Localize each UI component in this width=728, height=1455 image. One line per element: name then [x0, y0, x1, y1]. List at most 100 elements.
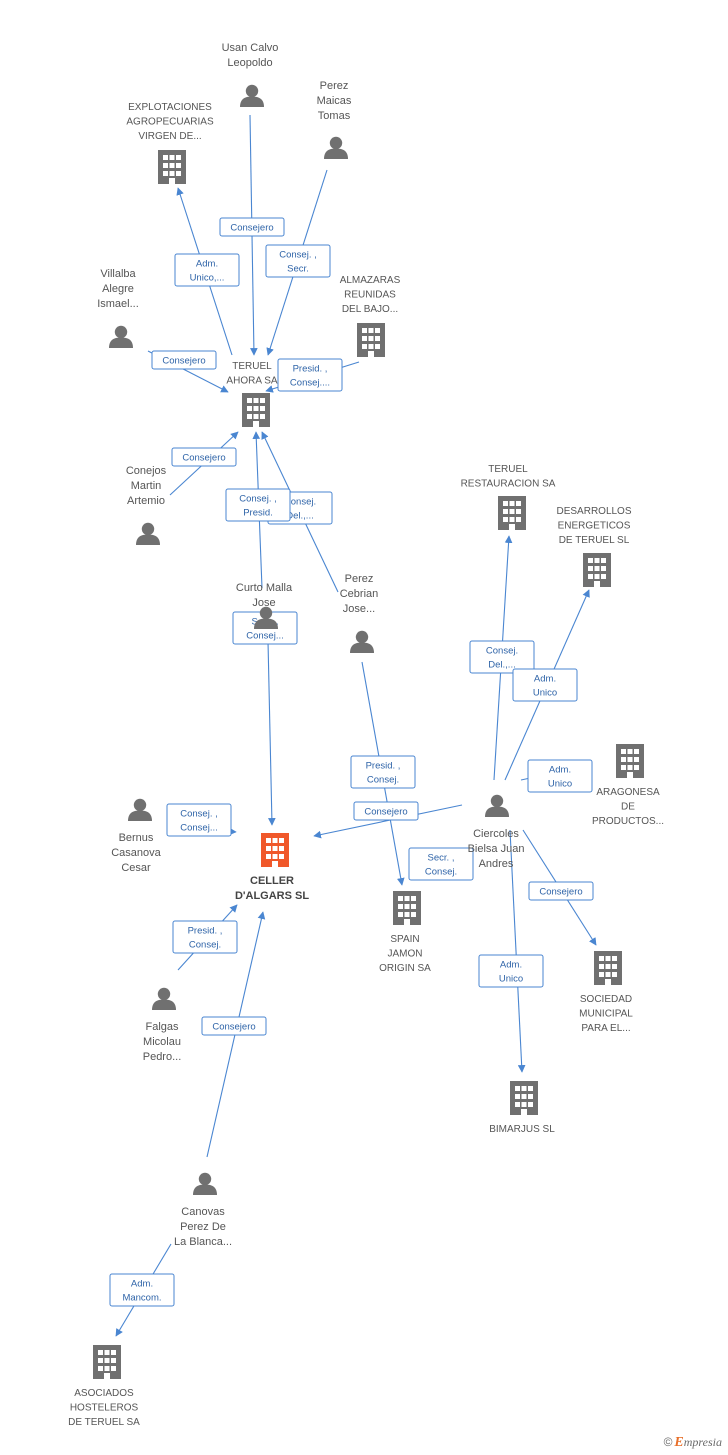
edge-label-conejos-to-teruel_ahora[interactable]: Consejero	[171, 447, 237, 467]
edge-label-text: Consej....	[290, 378, 330, 389]
edge-curto-to-celler	[267, 640, 276, 826]
node-bimarjus[interactable]: BIMARJUS SL	[489, 1081, 555, 1135]
edge-label-box	[512, 668, 578, 702]
edge-label-text: Consejero	[230, 223, 273, 234]
person-icon	[350, 630, 374, 653]
edge-label-text: Presid. ,	[293, 364, 328, 375]
node-label: Cesar	[121, 862, 151, 874]
person-icon	[136, 522, 160, 545]
edge-label-almazaras-to-teruel_ahora[interactable]: Presid. , Consej....	[277, 358, 343, 392]
edge-label-text: Unico,...	[190, 273, 225, 284]
node-label: Cebrian	[340, 588, 379, 600]
edge-label-text: Consejero	[182, 453, 225, 464]
edge-label-ciercoles-to-spain_jamon[interactable]: Secr. ,Consej.	[408, 847, 474, 881]
edge-label-box	[265, 244, 331, 278]
node-label: Artemio	[127, 495, 165, 507]
edge-label-text: Presid.	[243, 508, 273, 519]
edge-label-teruel_ahora-to-explotaciones[interactable]: Adm.Unico,...	[174, 253, 240, 287]
edge-label-canovas-to-asociados[interactable]: Adm.Mancom.	[109, 1273, 175, 1307]
edge-label-text: Consejero	[162, 356, 205, 367]
edge-label-text: Consej.	[486, 646, 518, 657]
edge-label-text: Consejero	[539, 887, 582, 898]
edge-label-ciercoles-to-desarrollos[interactable]: Adm.Unico	[512, 668, 578, 702]
node-label: Pedro...	[143, 1051, 182, 1063]
node-label: Perez	[345, 573, 374, 585]
edge-label-ciercoles-to-sociedad[interactable]: Consejero	[528, 881, 594, 901]
edge-label-box	[219, 217, 285, 237]
node-label: SOCIEDAD	[580, 994, 632, 1005]
edge-label-text: Secr.	[287, 264, 309, 275]
node-label: BIMARJUS SL	[489, 1124, 555, 1135]
node-label: EXPLOTACIONES	[128, 102, 212, 113]
edge-label-text: Consej.	[189, 940, 221, 951]
edge-label-box	[174, 253, 240, 287]
footer-brand: ©Empresia	[664, 1435, 722, 1451]
edge-label-usan-to-teruel_ahora[interactable]: Consejero	[219, 217, 285, 237]
edge-label-text: Consej. ,	[239, 494, 277, 505]
node-label: SPAIN	[390, 934, 419, 945]
edge-label-box	[527, 759, 593, 793]
edge-label-ciercoles-to-celler[interactable]: Consejero	[353, 801, 419, 821]
edge-label-box	[478, 954, 544, 988]
edge-label-bernus-to-celler[interactable]: Consej. ,Consej...	[166, 803, 232, 837]
brand-logo-initial: E	[674, 1435, 684, 1450]
node-label: Perez	[320, 80, 349, 92]
edge-label-falgas-to-celler[interactable]: Presid. ,Consej.	[172, 920, 238, 954]
node-label: Canovas	[181, 1206, 225, 1218]
edge-label-box	[353, 801, 419, 821]
edge-ciercoles-to-bimarjus	[509, 829, 526, 1073]
edge-label-ciercoles-to-teruel_rest[interactable]: Consej.Del.,...	[469, 640, 535, 674]
node-label: ASOCIADOS	[74, 1388, 134, 1399]
building-icon	[583, 553, 611, 587]
building-icon	[93, 1345, 121, 1379]
person-icon	[485, 794, 509, 817]
node-label: Conejos	[126, 465, 167, 477]
person-icon	[152, 987, 176, 1010]
node-label: Falgas	[145, 1021, 179, 1033]
edge-label-text: Adm.	[534, 674, 556, 685]
edge-label-curto-to-teruel_ahora[interactable]: Consej. , Presid.	[225, 488, 291, 522]
node-label: Bernus	[119, 832, 154, 844]
person-icon	[128, 798, 152, 821]
copyright-symbol: ©	[663, 1435, 673, 1449]
node-label: TERUEL	[232, 361, 272, 372]
node-aragonesa[interactable]: ARAGONESADEPRODUCTOS...	[592, 744, 664, 827]
node-label: DEL BAJO...	[342, 304, 398, 315]
edge-label-canovas-to-celler[interactable]: Consejero	[201, 1016, 267, 1036]
edge-label-ciercoles-to-aragonesa[interactable]: Adm.Unico	[527, 759, 593, 793]
building-icon	[616, 744, 644, 778]
node-perez_cebrian[interactable]: PerezCebrianJose...	[340, 573, 379, 653]
node-falgas[interactable]: FalgasMicolauPedro...	[143, 987, 182, 1063]
edge-label-ciercoles-to-bimarjus[interactable]: Adm.Unico	[478, 954, 544, 988]
building-icon	[158, 150, 186, 184]
node-label: Leopoldo	[227, 57, 272, 69]
edge-label-villalba-to-teruel_ahora[interactable]: Consejero	[151, 350, 217, 370]
node-label: Perez De	[180, 1221, 226, 1233]
edge-label-perez_maicas-to-teruel_ahora[interactable]: Consej. ,Secr.	[265, 244, 331, 278]
node-villalba[interactable]: VillalbaAlegreIsmael...	[97, 268, 139, 348]
edge-label-text: Consej. ,	[180, 809, 218, 820]
edge-label-perez_cebrian-to-spain_jamon[interactable]: Presid. ,Consej.	[350, 755, 416, 789]
edge-label-box	[166, 803, 232, 837]
edge-label-text: Presid. ,	[366, 761, 401, 772]
edge-label-text: Unico	[499, 974, 523, 985]
building-icon	[510, 1081, 538, 1115]
